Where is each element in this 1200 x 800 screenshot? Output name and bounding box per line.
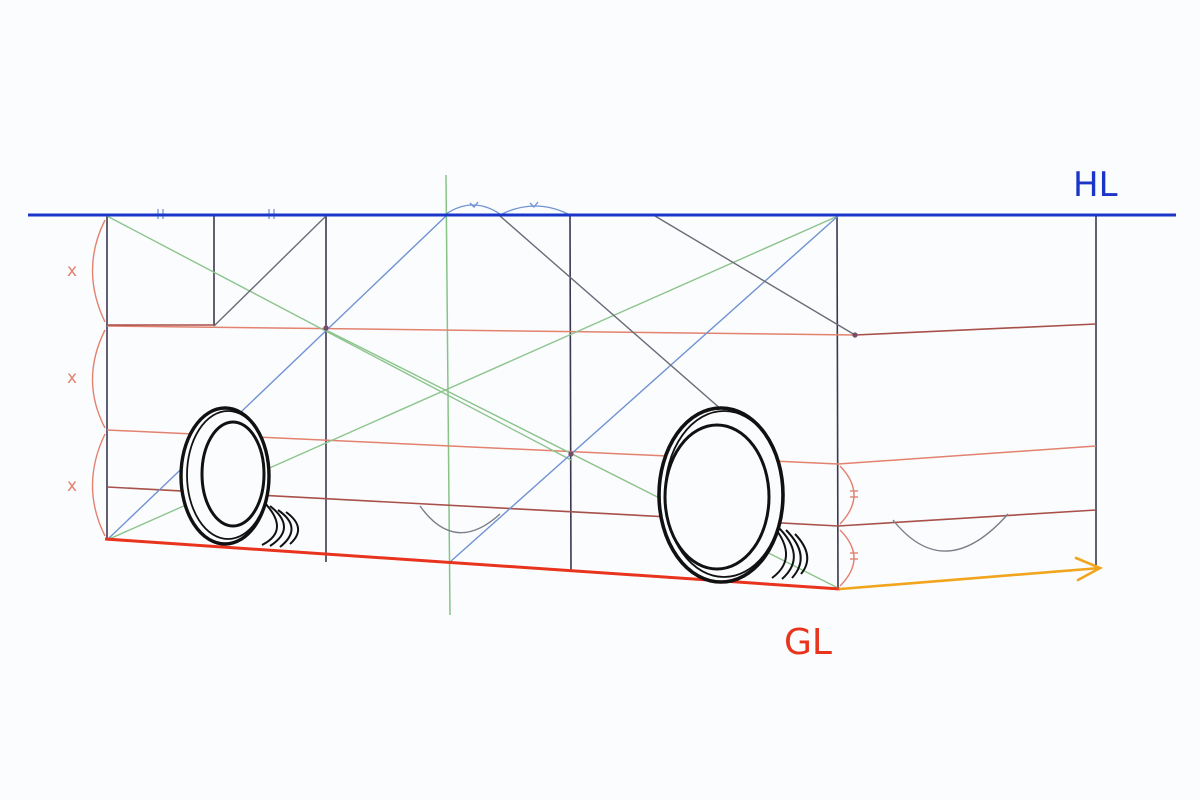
top-arc-tick-2 [529,201,539,208]
rear-wheel-rim [200,420,266,528]
equal-mark-3: x [67,476,77,496]
left-spacing-brackets [91,219,106,537]
green-diagonal-1 [106,215,572,461]
ground-extension-arrow [838,556,1104,591]
division-line-lower-right [837,509,1097,527]
front-tread-4 [794,533,809,575]
right-bracket-2 [839,529,855,587]
right-bracket-1 [839,465,855,525]
division-line-upper-right [854,323,1097,336]
gray-diagonal-window [213,215,327,327]
front-wheel [657,406,809,584]
blue-diagonal-2 [449,215,839,563]
division-line-upper [106,325,856,336]
left-bracket-3 [91,433,106,537]
front-tread-2 [776,525,795,580]
rear-tread-1 [261,499,278,546]
vertical-frame-lines [106,215,1097,589]
left-bracket-2 [91,329,106,429]
rear-wheel-tire-edge [186,410,270,540]
front-tread-3 [785,529,802,579]
front-wheel-tread [767,519,809,580]
arrow-right-icon [1074,556,1104,582]
ground-line-label: GL [784,622,832,663]
rear-wheel [179,406,299,548]
top-arc-1 [445,204,501,215]
rear-tread-3 [277,509,293,548]
intersection-point-3 [852,332,858,338]
rear-tread-4 [285,511,299,545]
left-bracket-1 [91,219,106,323]
intersection-point-1 [323,325,329,331]
gray-diagonal-front [654,215,856,336]
vertical-line-front-corner [836,215,839,589]
rear-tread-2 [269,505,285,547]
right-spacing-brackets [839,465,858,587]
wheel-arch-right [892,513,1009,552]
gray-diagonal-hood [499,215,723,411]
rear-wheel-tread [261,499,299,548]
top-arc-tick-1 [469,201,479,208]
division-line-middle-right [837,445,1097,465]
equal-mark-1: x [67,261,77,281]
blue-diagonal-1 [106,215,447,541]
blue-diagonals [106,215,839,563]
front-wheel-rim [663,423,771,571]
left-equal-marks: x x x [67,261,77,496]
top-arc-2 [501,205,569,215]
equal-mark-2: x [67,368,77,388]
horizon-line-label: HL [1073,165,1118,205]
intersection-points [323,325,858,457]
gray-diagonals [213,215,856,411]
wheel-arches [419,505,1009,552]
intersection-point-2 [568,451,574,457]
wheel-arch-middle [419,505,501,534]
arrow-shaft [838,566,1102,591]
vertical-line-3 [569,215,572,572]
